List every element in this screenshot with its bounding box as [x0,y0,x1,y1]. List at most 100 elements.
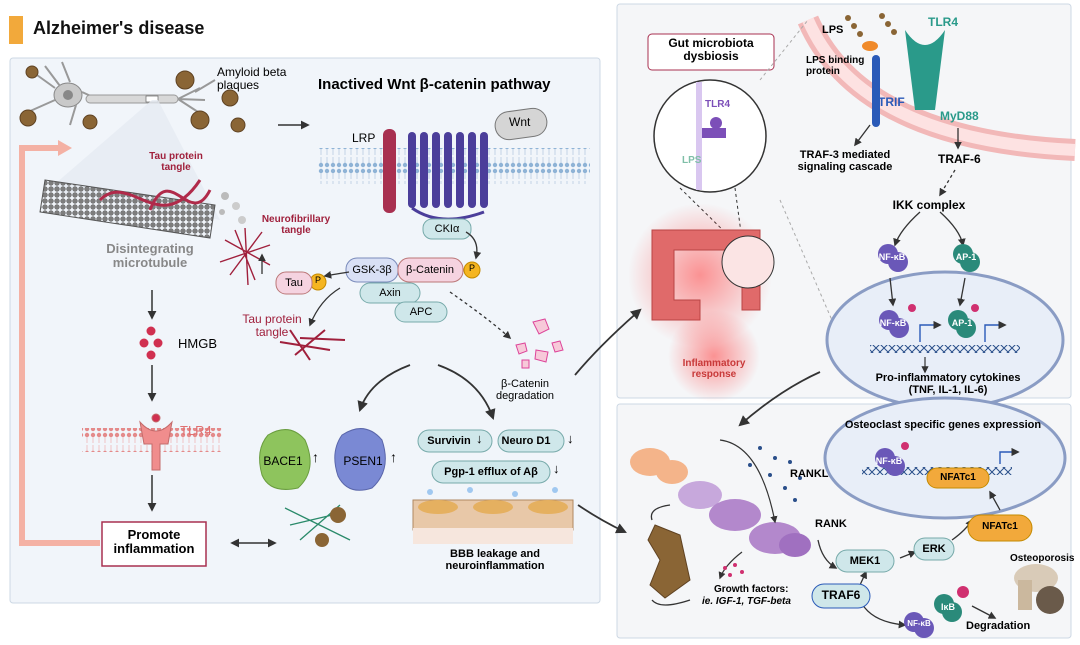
wnt-label: Wnt [509,115,531,129]
lbp-icon [862,41,878,51]
ckia-label: CKIα [434,223,460,235]
lps-small-label: LPS [682,155,702,166]
gut-title: Gut microbiota dysbiosis [668,36,754,64]
ikb-label: IκB [940,602,956,612]
bace1-blob [259,429,311,490]
neurofibrillary-tangle-icon [219,227,271,286]
traf6-cell-label: TRAF-6 [938,152,981,166]
tlr4-cell-label: TLR4 [928,15,958,29]
myd88-label: MyD88 [940,109,979,123]
nfkb-cyto-label: NF-κB [878,252,906,262]
ap1-nuc-label: AP-1 [951,318,973,328]
tau-label: Tau [285,277,303,289]
amyloid-label: Amyloid beta plaques [217,65,287,93]
osteoporosis-bone-icon [1014,564,1064,614]
osteoclast-cells-icon [630,448,811,557]
bace1-up-arrow: ↑ [312,449,319,465]
neurod1-down-arrow: ↓ [567,431,574,446]
tlr4-small-label: TLR4 [705,99,730,110]
rankl-dots-icon [748,446,802,502]
bcatenin-label: β-Catenin [406,264,454,276]
nfatc1-label: NFATc1 [940,472,976,483]
ap1-cyto-label: AP-1 [955,252,977,262]
psen1-blob [334,428,386,491]
cytokines-label: Pro-inflammatory cytokines (TNF, IL-1, I… [875,372,1021,397]
dna-strand [870,345,1020,353]
lps-label: LPS [822,24,844,36]
tlr4-receptor-icon [139,413,173,471]
tlr4-small-icon [702,117,726,138]
gsk-label: GSK-3β [352,264,392,276]
survivin-down-arrow: ↓ [476,431,483,446]
microtubule-icon [39,179,246,239]
psen1-up-arrow: ↑ [390,449,397,465]
tlr4-left-label: TLR4 [180,423,212,438]
wnt-pathway-title: Inactived Wnt β-catenin pathway [318,76,551,93]
header-accent [9,16,23,44]
pgp-down-arrow: ↓ [553,461,560,476]
tau-tangle-top-label: Tau protein tangle [149,151,203,173]
erk-label: ERK [922,543,946,555]
bone-icon [647,524,691,599]
wnt-ligand [494,107,548,141]
nfatc1-cyto-label: NFATc1 [982,521,1018,532]
mek1-label: MEK1 [849,555,881,567]
apc-label: APC [409,306,433,318]
bbb-vessel-icon [412,487,574,544]
traf3-label: TRAF-3 mediated signaling cascade [797,149,893,174]
osteoclast-nucleus [823,396,1067,520]
tau-tangle-bottom-label: Tau protein tangle [242,312,302,340]
promote-box [101,521,207,567]
trif-label: TRIF [878,95,905,109]
nfkb-bone2-label: NF-κB [907,619,931,628]
neurofibrillary-label: Neurofibrillary tangle [261,214,331,236]
axin-label: Axin [379,287,401,299]
growth-label: Growth factors: [714,584,789,595]
nfkb-bone-label: NF-κB [875,456,903,466]
lbp-label: LPS binding protein [806,55,865,77]
ikk-label: IKK complex [892,198,966,212]
neurod1-label: Neuro D1 [501,435,551,447]
tlr4-cell-receptor-icon [905,30,945,110]
osteoclast-genes-label: Osteoclast specific genes expression [844,419,1042,431]
hmgb-icon [139,326,163,360]
hmgb-label: HMGB [178,336,217,351]
survivin-label: Survivin [427,435,471,447]
feedback-arrow [19,145,100,546]
amyloid-plaques-icon [19,65,246,133]
lrp-receptor [383,129,396,213]
plaques-fibrils-icon [284,504,351,547]
psen1-label: PSEN1 [343,454,383,468]
bbb-label: BBB leakage and neuroinflammation [445,548,545,573]
degradation-label: Degradation [966,620,1031,632]
rankl-label: RANKL [790,468,829,480]
rank-label: RANK [815,518,847,530]
pgp-label: Pgp-1 efflux of Aβ [444,466,538,478]
nfkb-icon-cytoplasm [878,244,908,272]
phospho-bcat-label: P [468,263,476,273]
bcatenin-fragments-icon [515,318,564,369]
neuron-icon [27,61,216,126]
frizzled-receptor [408,132,488,221]
bcat-degradation-label: β-Catenin degradation [495,378,555,403]
bace1-label: BACE1 [263,454,303,468]
promote-label: Promote inflammation [113,527,195,557]
page-title: Alzheimer's disease [33,18,205,38]
inflammatory-label: Inflammatory response [682,358,746,380]
nfkb-nuc-label: NF-κB [879,318,907,328]
traf6-bone-label: TRAF6 [821,588,861,602]
trif-rod [872,55,880,127]
microbiota-circle [721,235,775,289]
lrp-label: LRP [352,131,376,145]
tau-tangle-icon [279,329,346,361]
phospho-bcat [463,261,481,279]
lps-chain-icon [845,13,897,37]
gut-title-box [647,33,775,71]
growth-ie-label: ie. IGF-1, TGF-beta [702,596,791,607]
ap1-icon-cytoplasm [953,244,980,272]
disintegrating-label: Disintegrating microtubule [106,241,194,271]
wnt-membrane [318,148,590,184]
phospho-tau-label: P [314,275,322,285]
osteoporosis-label: Osteoporosis [1010,553,1075,564]
